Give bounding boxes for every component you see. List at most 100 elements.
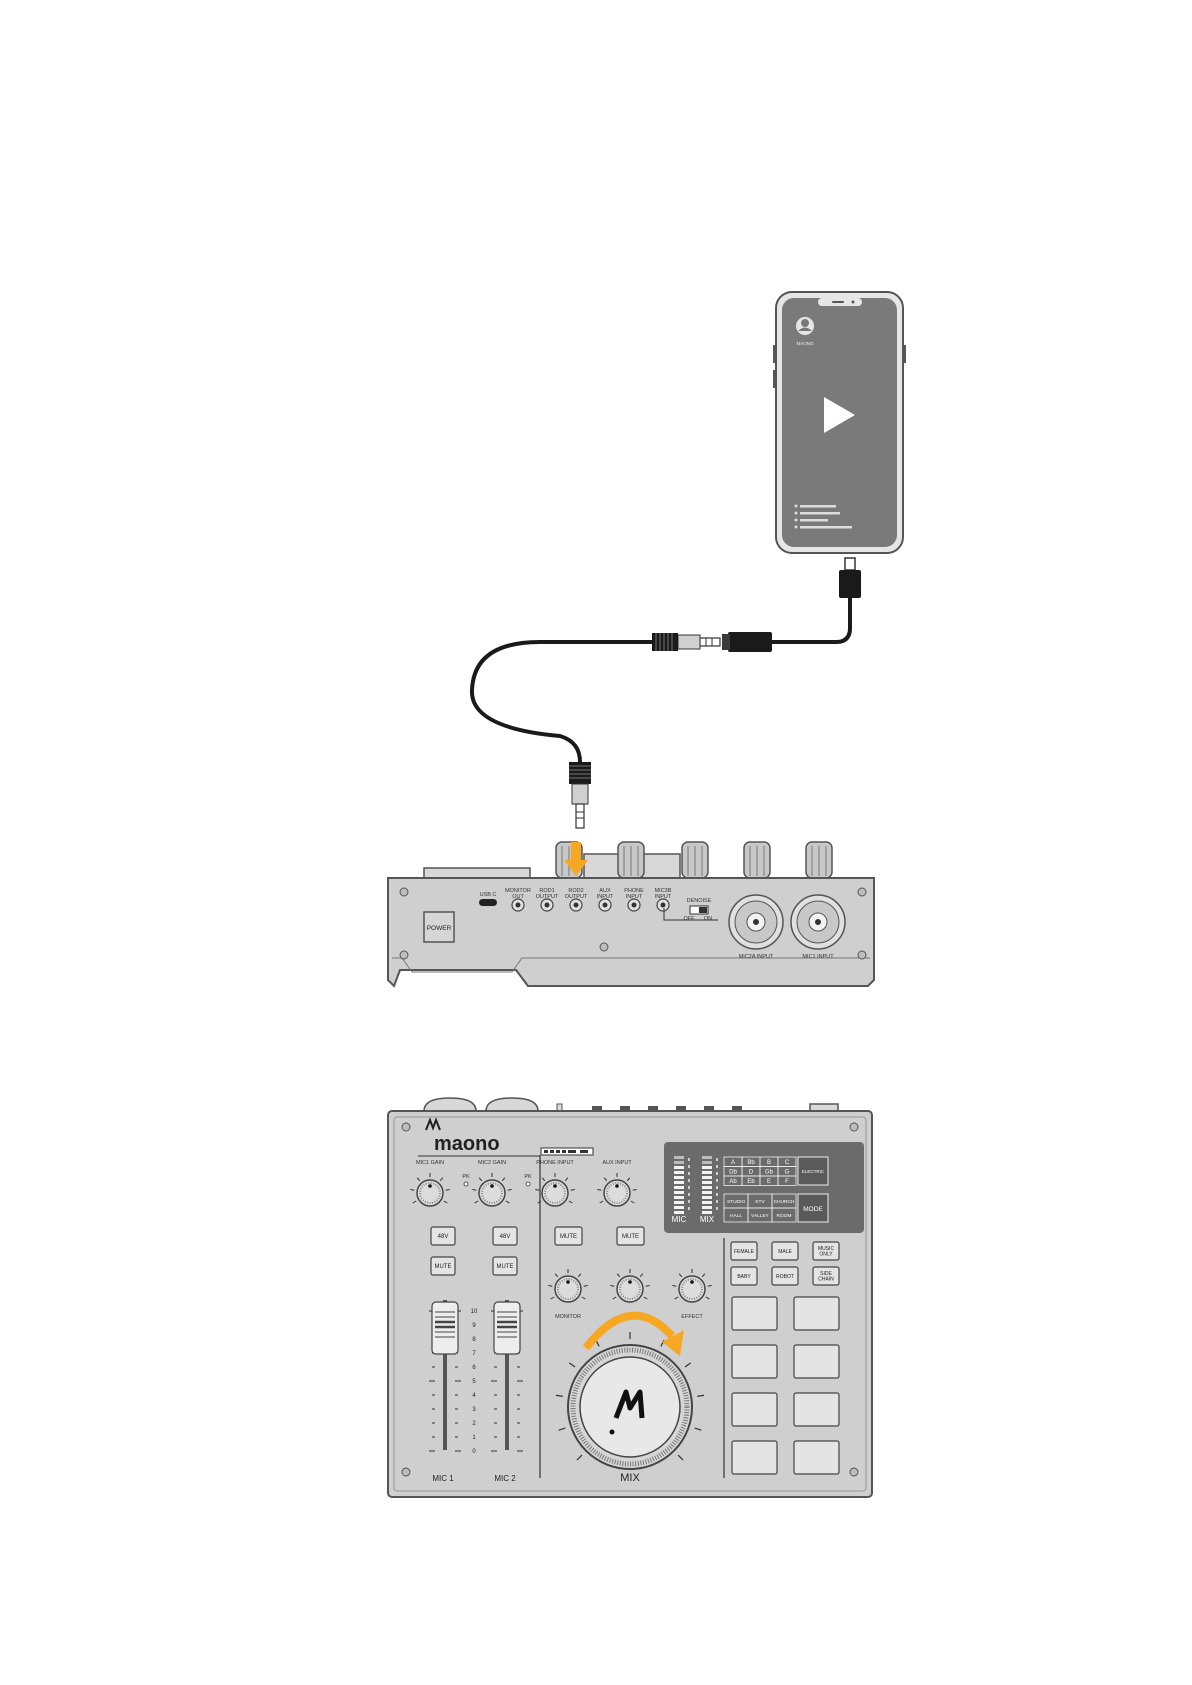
- audio-jack[interactable]: [627, 898, 641, 912]
- pk-label-2: PK: [524, 1174, 532, 1180]
- audio-jack[interactable]: [598, 898, 612, 912]
- mic1-fader[interactable]: [431, 1301, 459, 1355]
- voice-side-chain-button-label: SIDE: [820, 1271, 832, 1277]
- gain-knob-row: [410, 1173, 712, 1303]
- meter-segment: [674, 1171, 684, 1174]
- phantom-48v-button-1-label: 48V: [438, 1234, 449, 1240]
- play-icon: [824, 397, 855, 433]
- xlr-right-label: MIC1 INPUT: [802, 954, 834, 960]
- mute-button-aux[interactable]: MUTE: [616, 1226, 645, 1246]
- jack-label: INPUT: [597, 894, 614, 900]
- mic1-channel-label: MIC 1: [432, 1474, 454, 1483]
- mute-button-mic2[interactable]: MUTE: [492, 1256, 518, 1276]
- key-label: G: [785, 1170, 790, 1176]
- dial-tick: [576, 1454, 583, 1461]
- meter-segment: [702, 1191, 712, 1194]
- xlr-combo-right[interactable]: [790, 894, 846, 950]
- sample-pad[interactable]: [731, 1296, 778, 1331]
- meter-segment: [702, 1196, 712, 1199]
- aux-input-label: AUX INPUT: [602, 1160, 632, 1166]
- sample-pad[interactable]: [793, 1440, 840, 1475]
- mic2-fader[interactable]: [493, 1301, 521, 1355]
- voice-female-button[interactable]: FEMALE: [730, 1241, 758, 1261]
- meter-scale-mark: [716, 1186, 718, 1189]
- monitor-knob[interactable]: [548, 1269, 588, 1303]
- xlr-combo-left[interactable]: [728, 894, 784, 950]
- mute-button-mic1[interactable]: MUTE: [430, 1256, 456, 1276]
- mic2-gain-knob[interactable]: [472, 1173, 512, 1207]
- fader-scale-label: 5: [472, 1379, 476, 1385]
- phone-input-label: PHONE INPUT: [536, 1160, 574, 1166]
- jack-label: PHONE: [624, 888, 644, 894]
- meter-scale-mark: [716, 1172, 718, 1175]
- mode-option-label: HALL: [730, 1213, 742, 1219]
- meter-segment: [674, 1166, 684, 1169]
- meter-segment: [674, 1176, 684, 1179]
- sample-pad[interactable]: [793, 1296, 840, 1331]
- meter-segment: [674, 1211, 684, 1214]
- phantom-48v-button-2[interactable]: 48V: [492, 1226, 518, 1246]
- mode-option-label: KTV: [755, 1199, 765, 1205]
- audio-jack[interactable]: [656, 898, 670, 912]
- mute-button-phone-label: MUTE: [560, 1234, 577, 1240]
- voice-male-button[interactable]: MALE: [771, 1241, 799, 1261]
- voice-music-only-button-label: ONLY: [819, 1252, 833, 1258]
- mute-button-phone[interactable]: MUTE: [554, 1226, 583, 1246]
- phone-input-knob[interactable]: [535, 1173, 575, 1207]
- meter-segment: [674, 1196, 684, 1199]
- pitch-knob[interactable]: [610, 1269, 650, 1303]
- jack-label: OUTPUT: [536, 894, 559, 900]
- electric-indicator: [797, 1156, 829, 1186]
- key-label: Gb: [765, 1170, 774, 1176]
- electric-label: ELECTRIC: [802, 1169, 825, 1174]
- aux-input-knob[interactable]: [597, 1173, 637, 1207]
- sample-pad[interactable]: [731, 1344, 778, 1379]
- meter-scale-mark: [716, 1207, 718, 1210]
- mic1-gain-knob[interactable]: [410, 1173, 450, 1207]
- meter-scale-mark: [716, 1200, 718, 1203]
- meter-segment: [674, 1186, 684, 1189]
- meter-mix-label: MIX: [700, 1215, 715, 1224]
- usb-c-port[interactable]: [479, 899, 497, 906]
- mic2-gain-label: MIC2 GAIN: [478, 1160, 506, 1166]
- dial-tick: [558, 1427, 566, 1431]
- audio-jack[interactable]: [511, 898, 525, 912]
- key-label: A: [731, 1160, 735, 1166]
- audio-jack[interactable]: [540, 898, 554, 912]
- smartphone: MAONO: [773, 291, 906, 554]
- maono-dial-logo-icon: [613, 1389, 645, 1419]
- app-avatar-icon: [796, 317, 814, 335]
- sample-pad[interactable]: [731, 1440, 778, 1475]
- voice-baby-button[interactable]: BABY: [730, 1266, 758, 1286]
- mic2-channel-label: MIC 2: [494, 1474, 516, 1483]
- key-label: C: [785, 1160, 790, 1166]
- power-button[interactable]: [423, 911, 455, 943]
- phantom-48v-button-2-label: 48V: [500, 1234, 511, 1240]
- channel-button-grid: 48V 48V MUTE MUTE MUTE MUTE: [430, 1226, 645, 1276]
- sample-pad[interactable]: [793, 1344, 840, 1379]
- voice-robot-button[interactable]: ROBOT: [771, 1266, 799, 1286]
- sample-pad[interactable]: [731, 1392, 778, 1427]
- meter-scale-mark: [716, 1193, 718, 1196]
- key-label: Ab: [729, 1179, 737, 1185]
- fader-scale-label: 8: [472, 1337, 476, 1343]
- key-label: B: [767, 1160, 771, 1166]
- meter-segment: [702, 1201, 712, 1204]
- jack-label: AUX: [599, 888, 611, 894]
- usb-c-label: USB C: [480, 892, 497, 898]
- pk-label-1: PK: [462, 1174, 470, 1180]
- mix-dial[interactable]: [555, 1332, 705, 1470]
- meter-segment: [702, 1211, 712, 1214]
- effect-knob[interactable]: [672, 1269, 712, 1303]
- audio-jack[interactable]: [569, 898, 583, 912]
- sample-pad[interactable]: [793, 1392, 840, 1427]
- meter-segment: [702, 1186, 712, 1189]
- mode-button[interactable]: [797, 1193, 829, 1223]
- phantom-48v-button-1[interactable]: 48V: [430, 1226, 456, 1246]
- voice-robot-button-label: ROBOT: [776, 1274, 794, 1280]
